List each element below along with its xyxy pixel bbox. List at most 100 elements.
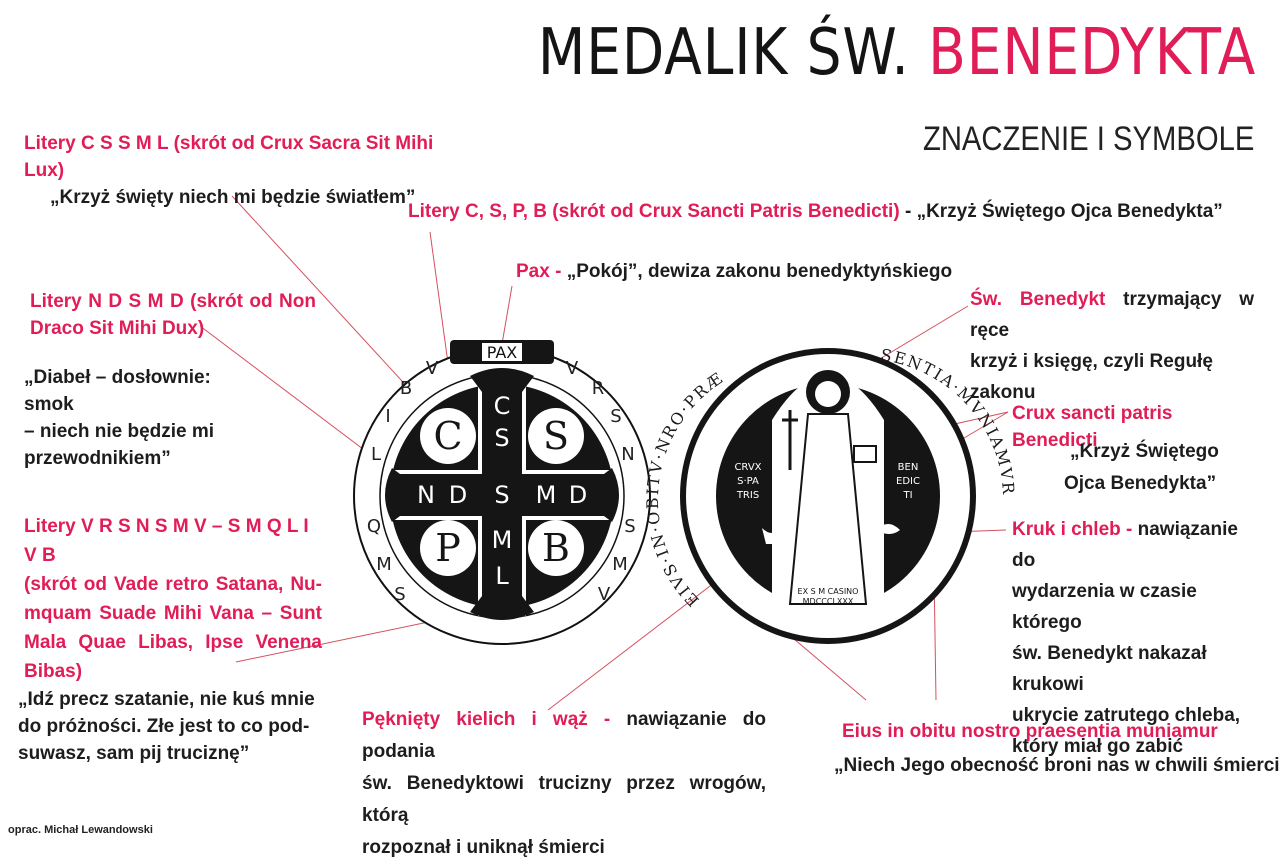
annotation-benedict-line1: Św. Benedykt trzymający w ręce <box>970 284 1254 346</box>
cross-top-flare <box>470 368 534 392</box>
cross-letter-m: M <box>492 526 513 554</box>
roundel-letter-b: B <box>542 526 570 570</box>
inscription-ex-casino: EX S M CASINO <box>798 587 859 596</box>
annotation-crux-spb-translation: „Krzyż Świętego Ojca Benedykta” <box>1064 436 1264 500</box>
leader-line-vrsnsmv <box>235 619 439 663</box>
annotation-benedict-key: Św. Benedykt <box>970 289 1106 310</box>
ring-left-letter-m: M <box>376 554 392 575</box>
ring-left-letter-i: I <box>385 406 390 427</box>
cross-letter-d1: D <box>449 481 467 509</box>
ring-left-letter-s: S <box>394 584 405 605</box>
annotation-raven-text-line2: wydarzenia w czasie którego <box>1012 581 1197 633</box>
inscription-mdccclxxx: MDCCCLXXX <box>803 597 854 606</box>
roundel-letter-p: P <box>435 526 461 570</box>
annotation-raven-text-line3: św. Benedykt nakazał krukowi <box>1012 643 1207 695</box>
annotation-benedict-text-line2: krzyż i księgę, czyli Regułę zakonu <box>970 351 1213 403</box>
annotation-vrsnsmv-text-line2: do próżności. Złe jest to co pod- <box>18 716 310 737</box>
annotation-eius-text: „Niech Jego obecność broni nas w chwili … <box>834 755 1280 776</box>
annotation-raven-text-line5: który miał go zabić <box>1012 736 1184 757</box>
annotation-crux-spb: Crux sancti patris Benedicti <box>1012 400 1262 454</box>
benedict-cross <box>385 368 619 620</box>
roundel-letter-c: C <box>433 414 462 458</box>
annotation-crux-spb-text-line2: Ojca Benedykta” <box>1064 473 1217 494</box>
annotation-chalice-key: Pęknięty kielich i wąż - <box>362 709 611 730</box>
roundel-b <box>528 520 584 576</box>
annotation-benedict: Św. Benedykt trzymający w ręce krzyż i k… <box>970 284 1254 408</box>
ring-left-letter-q: Q <box>367 516 381 537</box>
annotation-eius-translation: „Niech Jego obecność broni nas w chwili … <box>834 752 1280 779</box>
roundel-letter-s: S <box>543 414 569 458</box>
annotation-ndsmd-text-line3: przewodnikiem” <box>24 448 171 469</box>
annotation-pax-key: Pax - <box>516 261 562 282</box>
pax-label-box <box>482 343 522 361</box>
ring-right-letter-s2: S <box>624 516 635 537</box>
annotation-vrsnsmv-key-line3: mquam Suade Mihi Vana – Sunt <box>24 603 322 624</box>
annotation-raven-text-line1: nawiązanie do <box>1012 519 1238 571</box>
ring-left-letter-l: L <box>371 444 381 465</box>
annotation-vrsnsmv-text-line1: „Idź precz szatanie, nie kuś mnie <box>18 689 315 710</box>
annotation-ndsmd-key-line2: Draco Sit Mihi Dux) <box>30 318 205 339</box>
annotation-chalice-text-line2: św. Benedyktowi trucizny przez wrogów, k… <box>362 773 766 826</box>
inscription-ben: BEN <box>898 462 919 473</box>
annotation-chalice-text-line1: nawiązanie do podania <box>362 709 766 762</box>
raven-and-bread <box>876 524 900 534</box>
ring-right-letter-v2: V <box>598 584 611 605</box>
annotation-eius-key: Eius in obitu nostro praesentia muniamur <box>842 721 1218 742</box>
annotation-ndsmd-text-line1: „Diabeł – dosłownie: smok <box>24 367 211 415</box>
annotation-cspb-text: „Krzyż Świętego Ojca Benedykta” <box>916 201 1223 222</box>
annotation-ndsmd-translation: „Diabeł – dosłownie: smok – niech nie bę… <box>24 364 264 472</box>
cross-letter-c: C <box>494 392 511 420</box>
title-accent: BENEDYKTA <box>927 16 1256 90</box>
annotation-raven-line1: Kruk i chleb - nawiązanie do <box>1012 514 1258 576</box>
cross-bottom-flare <box>470 596 534 620</box>
cross-letter-center: S <box>494 481 509 509</box>
annotation-vrsnsmv-text-line3: suwasz, sam pij truciznę” <box>18 743 250 764</box>
inscription-edic: EDIC <box>896 476 920 487</box>
annotation-vrsnsmv-translation: „Idź precz szatanie, nie kuś mnie do pró… <box>18 686 318 767</box>
roundel-s <box>528 408 584 464</box>
annotation-cssml-text: „Krzyż święty niech mi będzie światłem” <box>50 187 416 208</box>
cross-letter-l: L <box>495 562 509 590</box>
cross-letter-n: N <box>417 481 435 509</box>
annotation-cspb-key: Litery C, S, P, B (skrót od Crux Sancti … <box>408 201 900 222</box>
saint-head <box>815 381 841 407</box>
title-main: MEDALIK ŚW. <box>537 16 910 90</box>
ring-right-letter-n: N <box>621 444 634 465</box>
annotation-eius: Eius in obitu nostro praesentia muniamur <box>842 718 1262 745</box>
annotation-raven: Kruk i chleb - nawiązanie do wydarzenia … <box>1012 514 1258 762</box>
page-title: MEDALIK ŚW. BENEDYKTA <box>538 16 1256 90</box>
inscription-spa: S·PA <box>737 476 759 487</box>
cross-letter-s1: S <box>494 424 509 452</box>
broken-chalice <box>762 528 782 544</box>
annotation-benedict-text-line1: trzymający w ręce <box>970 289 1254 341</box>
annotation-vrsnsmv-key-line1: Litery V R S N S M V – S M Q L I V B <box>24 516 309 566</box>
medal-front: PAX C S P B C S S M L N D M D V B I <box>353 340 651 645</box>
ring-right-letter-m: M <box>612 554 628 575</box>
cross-horizontal <box>396 474 608 516</box>
inscription-crvx: CRVX <box>734 462 761 473</box>
annotation-crux-spb-key: Crux sancti patris Benedicti <box>1012 403 1173 451</box>
saint-robe <box>788 413 868 605</box>
annotation-ndsmd: Litery N D S M D (skrót od Non Draco Sit… <box>30 288 316 342</box>
annotation-vrsnsmv: Litery V R S N S M V – S M Q L I V B (sk… <box>24 512 322 686</box>
ring-right-letter-v: V <box>566 358 579 379</box>
ring-left-letter-v: V <box>426 358 439 379</box>
cross-left-flare <box>385 468 408 522</box>
roundel-c <box>420 408 476 464</box>
annotation-raven-key: Kruk i chleb - <box>1012 519 1133 540</box>
cross-letter-d2: D <box>569 481 587 509</box>
annotation-chalice-text-line3: rozpoznał i uniknął śmierci <box>362 837 605 858</box>
annotation-pax-text: „Pokój”, dewiza zakonu benedyktyńskiego <box>561 261 953 282</box>
annotation-vrsnsmv-key-line5: Bibas) <box>24 661 83 682</box>
medal-back: EIVS·IN·OBITV·NRO·PRÆ SENTIA·MVNIAMVR CR… <box>643 345 1016 644</box>
cross-right-flare <box>596 468 619 522</box>
annotation-pax: Pax - „Pokój”, dewiza zakonu benedyktyńs… <box>516 258 952 285</box>
cross-letter-m2: M <box>536 481 557 509</box>
annotation-crux-spb-text-line1: „Krzyż Świętego <box>1070 441 1219 462</box>
page-subtitle: ZNACZENIE I SYMBOLE <box>922 120 1254 158</box>
annotation-vrsnsmv-key-line2: (skrót od Vade retro Satana, Nu- <box>24 574 322 595</box>
annotation-ndsmd-key-line1: Litery N D S M D (skrót od Non <box>30 291 316 312</box>
inscription-tris: TRIS <box>736 490 759 501</box>
annotation-chalice: Pęknięty kielich i wąż - nawiązanie do p… <box>362 704 766 864</box>
